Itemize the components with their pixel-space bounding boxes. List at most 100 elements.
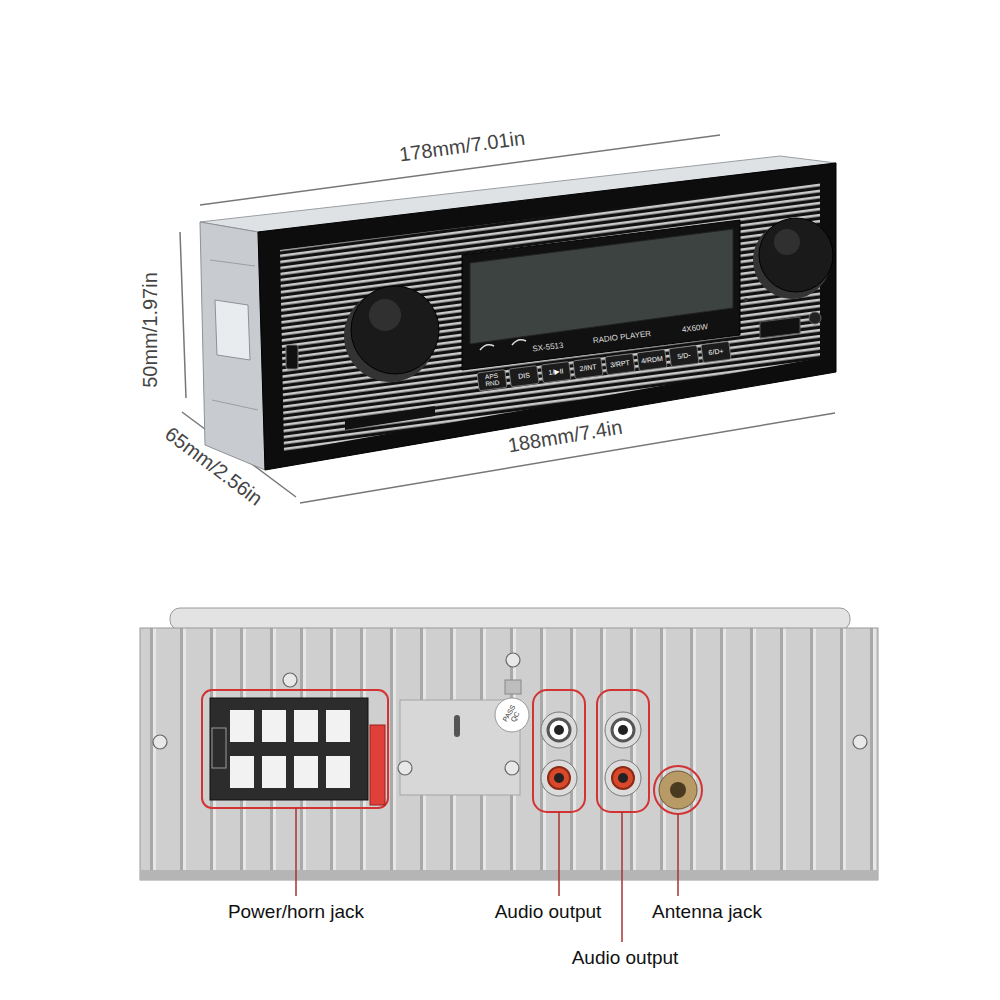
leader-line	[621, 812, 623, 942]
panel-label: 4X60W	[681, 323, 708, 335]
antenna-hole	[670, 782, 686, 798]
button	[477, 370, 507, 391]
aux-jack	[809, 312, 821, 324]
pin-cavity	[262, 710, 286, 742]
rca-pin	[554, 725, 564, 735]
pin-cavity	[294, 756, 318, 788]
chassis-detail	[212, 400, 258, 410]
fuse	[370, 725, 385, 805]
callout-label: Antenna jack	[652, 902, 762, 923]
rca-jacks	[541, 712, 641, 796]
rca-pin	[554, 773, 564, 783]
screw	[505, 761, 519, 775]
volume-knob	[344, 286, 439, 382]
leader-line	[677, 814, 679, 896]
rca-ring	[612, 719, 634, 741]
ir-window	[760, 317, 800, 338]
button	[669, 345, 699, 366]
qc-sticker	[495, 698, 529, 732]
pin-cavity	[262, 756, 286, 788]
panel-label: RADIO PLAYER	[592, 330, 651, 346]
rca-jack	[541, 760, 577, 796]
leader-lines	[296, 808, 678, 942]
iso-connector	[210, 698, 368, 800]
panel-label: SX-5513	[532, 342, 564, 355]
button-label: 1/▶II	[548, 367, 564, 377]
button	[637, 349, 667, 370]
usb-port	[286, 345, 298, 369]
button-label: APS RND	[479, 372, 504, 388]
front-bezel	[258, 163, 836, 470]
screw	[853, 735, 867, 749]
button-label: 2/INT	[579, 363, 597, 373]
pin-cavity	[294, 710, 318, 742]
rear-lip	[170, 608, 850, 630]
card-slot	[345, 406, 435, 430]
callout-label: Power/horn jack	[228, 902, 364, 923]
rca-ring	[548, 767, 570, 789]
button	[573, 357, 603, 378]
vent	[505, 680, 521, 694]
leader-line	[558, 812, 560, 896]
rca-pin	[618, 773, 628, 783]
knob-highlight	[774, 229, 800, 255]
button	[701, 341, 731, 362]
mic-hole	[744, 298, 748, 302]
button-row	[477, 341, 731, 391]
screw	[283, 673, 297, 687]
antenna-jack	[659, 771, 697, 809]
callout-outline	[533, 690, 585, 812]
knob	[351, 286, 439, 374]
button-label: 4/RDM	[641, 355, 664, 365]
connector-pins	[230, 710, 350, 788]
dimension-label: 188mm/7.4in	[506, 416, 624, 457]
button-label: DIS	[518, 372, 531, 381]
callout-label: Audio output	[495, 902, 602, 923]
dimension-label: 50mm/1.97in	[139, 272, 161, 388]
dimension-label: 178mm/7.01in	[398, 127, 527, 166]
callout-outline	[597, 690, 649, 812]
rca-ring	[548, 719, 570, 741]
screw	[506, 653, 520, 667]
screw	[398, 761, 412, 775]
button	[541, 362, 571, 383]
sticker-text: PASS QC	[500, 701, 524, 729]
rca-pin	[618, 725, 628, 735]
callout-outline	[202, 690, 388, 808]
button	[509, 366, 539, 387]
connector-key	[212, 728, 226, 768]
chassis-detail	[210, 260, 255, 266]
rear-edge	[140, 870, 878, 880]
dimension-line	[180, 232, 186, 398]
rear-panel	[140, 628, 878, 880]
display-frame	[462, 220, 740, 370]
button-label: 3/RPT	[610, 359, 631, 369]
callout-label: Audio output	[572, 948, 679, 969]
pin-cavity	[230, 710, 254, 742]
dimension-label: 65mm/2.56in	[161, 422, 267, 509]
lcd-screen	[470, 229, 733, 344]
knob	[759, 218, 833, 292]
leader-line	[295, 808, 297, 896]
pin-cavity	[326, 756, 350, 788]
dimension-lines	[180, 135, 835, 503]
pin-cavity	[230, 756, 254, 788]
call-icon	[512, 340, 526, 345]
button-label: 6/D+	[708, 347, 724, 357]
knob-highlight	[369, 299, 401, 331]
slot	[454, 715, 460, 737]
rca-jack	[541, 712, 577, 748]
chassis-side	[200, 222, 265, 470]
rca-jack	[605, 760, 641, 796]
callout-outline	[654, 766, 702, 814]
button	[605, 353, 635, 374]
call-icon	[480, 345, 494, 350]
rca-ring	[612, 767, 634, 789]
rca-jack	[605, 712, 641, 748]
screw	[153, 735, 167, 749]
pin-cavity	[326, 710, 350, 742]
tuning-knob	[753, 218, 833, 299]
chassis-clip	[215, 300, 250, 360]
